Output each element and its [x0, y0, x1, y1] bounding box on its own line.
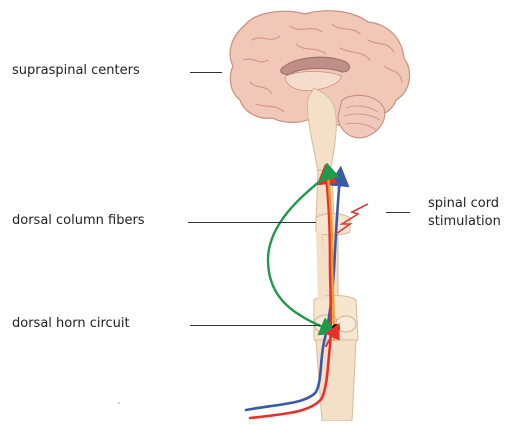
leader-stimulation [386, 212, 410, 213]
stray-dot [118, 402, 120, 404]
label-dorsal-horn-circuit: dorsal horn circuit [12, 316, 130, 332]
brain [230, 11, 410, 172]
label-spinal-cord-stimulation-line2: stimulation [428, 214, 501, 230]
spinal-cord [314, 170, 358, 421]
cerebellum [338, 95, 385, 138]
leader-supraspinal [190, 72, 222, 73]
label-dorsal-column-fibers: dorsal column fibers [12, 213, 145, 229]
leader-dorsal-horn [190, 325, 320, 326]
label-spinal-cord-stimulation-line1: spinal cord [428, 196, 499, 212]
label-supraspinal-centers: supraspinal centers [12, 63, 140, 79]
leader-dorsal-column [188, 222, 316, 223]
